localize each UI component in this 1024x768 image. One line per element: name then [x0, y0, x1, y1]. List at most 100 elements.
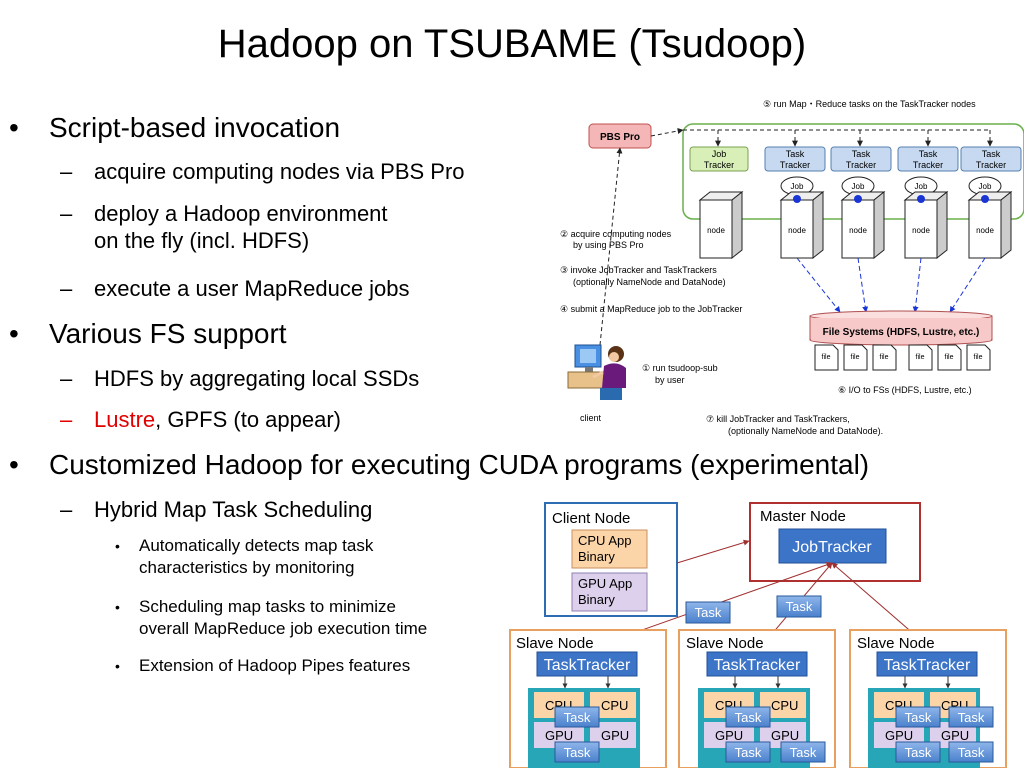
file-icon: file — [908, 344, 933, 371]
svg-text:file: file — [822, 354, 831, 361]
tsudoop-architecture-diagram: ⑤ run Map・Reduce tasks on the TaskTracke… — [560, 99, 1024, 436]
svg-text:Job: Job — [852, 182, 865, 191]
node-4: node — [967, 190, 1013, 260]
svg-text:GPU App: GPU App — [578, 576, 632, 591]
svg-text:node: node — [707, 226, 725, 235]
svg-text:① run tsudoop-sub: ① run tsudoop-sub — [642, 363, 718, 373]
svg-text:Tracker: Tracker — [704, 160, 734, 170]
svg-text:GPU: GPU — [885, 728, 913, 743]
node-master: node — [698, 190, 744, 260]
svg-text:node: node — [849, 226, 867, 235]
svg-text:② acquire computing nodes: ② acquire computing nodes — [560, 229, 672, 239]
svg-text:by using PBS Pro: by using PBS Pro — [573, 240, 644, 250]
slide-title: Hadoop on TSUBAME (Tsudoop) — [217, 22, 807, 66]
subbullet-lustre: –Lustre, GPFS (to appear) — [60, 407, 342, 432]
task-tracker-1: Task Tracker — [764, 146, 826, 172]
task-chip: Task — [776, 595, 822, 618]
svg-text:Task: Task — [982, 149, 1001, 159]
step5-label: ⑤ run Map・Reduce tasks on the TaskTracke… — [763, 99, 976, 109]
job-cloud-4: Job — [968, 176, 1002, 196]
svg-text:Task: Task — [905, 745, 932, 760]
job-tracker-box — [689, 146, 749, 172]
master-node: Master Node JobTracker — [749, 502, 921, 582]
svg-text:Task: Task — [786, 149, 805, 159]
file-systems-cylinder: File Systems (HDFS, Lustre, etc.) — [809, 310, 993, 346]
svg-text:TaskTracker: TaskTracker — [544, 657, 631, 674]
svg-text:⑥ I/O to FSs (HDFS, Lustre, e: ⑥ I/O to FSs (HDFS, Lustre, etc.) — [838, 385, 972, 395]
io-arrow-3 — [912, 257, 922, 313]
svg-text:⑦ kill JobTracker and TaskTra: ⑦ kill JobTracker and TaskTrackers, — [706, 414, 850, 424]
svg-text:Slave Node: Slave Node — [686, 635, 764, 652]
svg-text:Task: Task — [919, 149, 938, 159]
svg-text:Task: Task — [958, 710, 985, 725]
client-user-icon — [567, 344, 626, 400]
file-icon: file — [872, 344, 897, 371]
task-tracker-2: Task Tracker — [830, 146, 892, 172]
bullet-cuda: •Customized Hadoop for executing CUDA pr… — [9, 449, 870, 480]
svg-text:Job: Job — [915, 182, 928, 191]
slave-node-1: Slave Node TaskTracker CPU CPU GPU GPU T… — [509, 629, 667, 768]
svg-text:Task: Task — [852, 149, 871, 159]
io-arrow-1 — [796, 257, 841, 313]
file-icon: file — [937, 344, 962, 371]
svg-text:Master Node: Master Node — [760, 508, 846, 525]
svg-text:Tracker: Tracker — [976, 160, 1006, 170]
svg-text:GPU: GPU — [771, 728, 799, 743]
file-icon: file — [843, 344, 868, 371]
io-arrow-2 — [857, 257, 869, 313]
io-arrow-4 — [949, 257, 986, 313]
svg-text:Task: Task — [735, 710, 762, 725]
svg-text:Binary: Binary — [578, 549, 615, 564]
svg-text:Task: Task — [695, 605, 722, 620]
jobtracker-label: JobTracker — [792, 539, 872, 556]
subbullet-hdfs: –HDFS by aggregating local SSDs — [60, 366, 420, 391]
task-tracker-4: Task Tracker — [960, 146, 1022, 172]
bullet-text: Script-based invocation — [49, 112, 341, 143]
client-to-master-arrow — [676, 539, 750, 564]
pbs-pro-label: PBS Pro — [600, 132, 640, 143]
svg-text:CPU App: CPU App — [578, 533, 631, 548]
svg-text:node: node — [976, 226, 994, 235]
subbullet-hybrid: –Hybrid Map Task Scheduling — [60, 497, 373, 522]
svg-text:Job: Job — [712, 149, 727, 159]
task-tracker-3: Task Tracker — [897, 146, 959, 172]
client-to-pbs-arrow — [599, 147, 623, 346]
svg-text:Binary: Binary — [578, 592, 615, 607]
subbullet-execute: –execute a user MapReduce jobs — [60, 276, 410, 301]
svg-text:Tracker: Tracker — [846, 160, 876, 170]
svg-text:Tracker: Tracker — [913, 160, 943, 170]
job-cloud-2: Job — [841, 176, 875, 196]
bullet-fs-support: •Various FS support — [9, 318, 287, 349]
svg-text:Job: Job — [979, 182, 992, 191]
svg-text:Task: Task — [958, 745, 985, 760]
svg-text:file: file — [880, 354, 889, 361]
svg-text:Task: Task — [564, 710, 591, 725]
svg-text:Tracker: Tracker — [780, 160, 810, 170]
svg-text:file: file — [851, 354, 860, 361]
svg-text:GPU: GPU — [715, 728, 743, 743]
svg-text:CPU: CPU — [601, 698, 628, 713]
svg-text:Job: Job — [791, 182, 804, 191]
svg-text:Task: Task — [790, 745, 817, 760]
svg-text:Task: Task — [905, 710, 932, 725]
subbullet-acquire: –acquire computing nodes via PBS Pro — [60, 159, 465, 184]
svg-text:File Systems (HDFS, Lustre, et: File Systems (HDFS, Lustre, etc.) — [823, 327, 980, 338]
bullet-script-based: •Script-based invocation — [9, 112, 341, 143]
svg-text:Task: Task — [735, 745, 762, 760]
svg-text:GPU: GPU — [601, 728, 629, 743]
svg-text:Slave Node: Slave Node — [857, 635, 935, 652]
svg-text:TaskTracker: TaskTracker — [714, 657, 801, 674]
svg-text:Task: Task — [564, 745, 591, 760]
svg-text:(optionally NameNode and DataN: (optionally NameNode and DataNode). — [728, 426, 883, 436]
svg-text:file: file — [974, 354, 983, 361]
svg-text:Task: Task — [786, 599, 813, 614]
svg-text:GPU: GPU — [941, 728, 969, 743]
slave-node-2: Slave Node TaskTracker CPU CPU GPU GPU T… — [678, 629, 836, 768]
svg-text:CPU: CPU — [771, 698, 798, 713]
svg-text:TaskTracker: TaskTracker — [884, 657, 971, 674]
svg-text:③ invoke JobTracker and TaskTr: ③ invoke JobTracker and TaskTrackers — [560, 265, 717, 275]
hybrid-scheduling-diagram: Client Node CPU App Binary GPU App Binar… — [509, 502, 1007, 768]
client-node: Client Node CPU App Binary GPU App Binar… — [544, 502, 678, 617]
